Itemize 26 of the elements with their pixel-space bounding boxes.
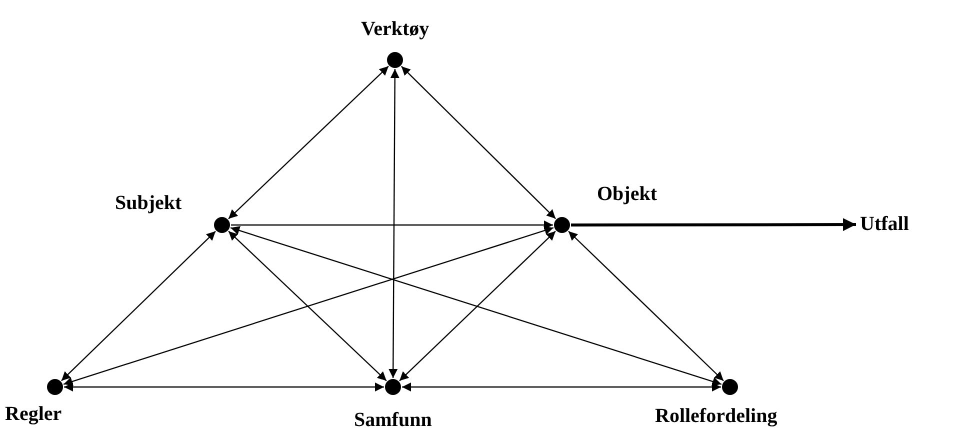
node-dot [47,379,63,395]
arrow [228,66,389,220]
arrow [228,230,387,382]
arrow [402,382,721,392]
node-label: Regler [5,403,62,426]
arrow [63,226,554,386]
arrow [64,382,384,392]
node-label: Subjekt [115,192,182,215]
arrow [399,230,556,382]
node-dot [385,379,401,395]
node-dot [554,217,570,233]
node-label: Samfunn [354,409,432,432]
node-dot [387,52,403,68]
node-dot [214,217,230,233]
arrow [231,220,553,230]
arrow [388,69,400,378]
arrow [61,230,216,382]
node-label: Objekt [597,183,657,206]
node-label: Verktøy [361,18,430,41]
node-label: Utfall [860,213,909,236]
arrow [400,66,556,220]
node-label: Rollefordeling [655,405,778,428]
arrow [571,218,856,232]
arrow [230,226,722,386]
arrow [568,230,724,382]
node-dot [722,379,738,395]
